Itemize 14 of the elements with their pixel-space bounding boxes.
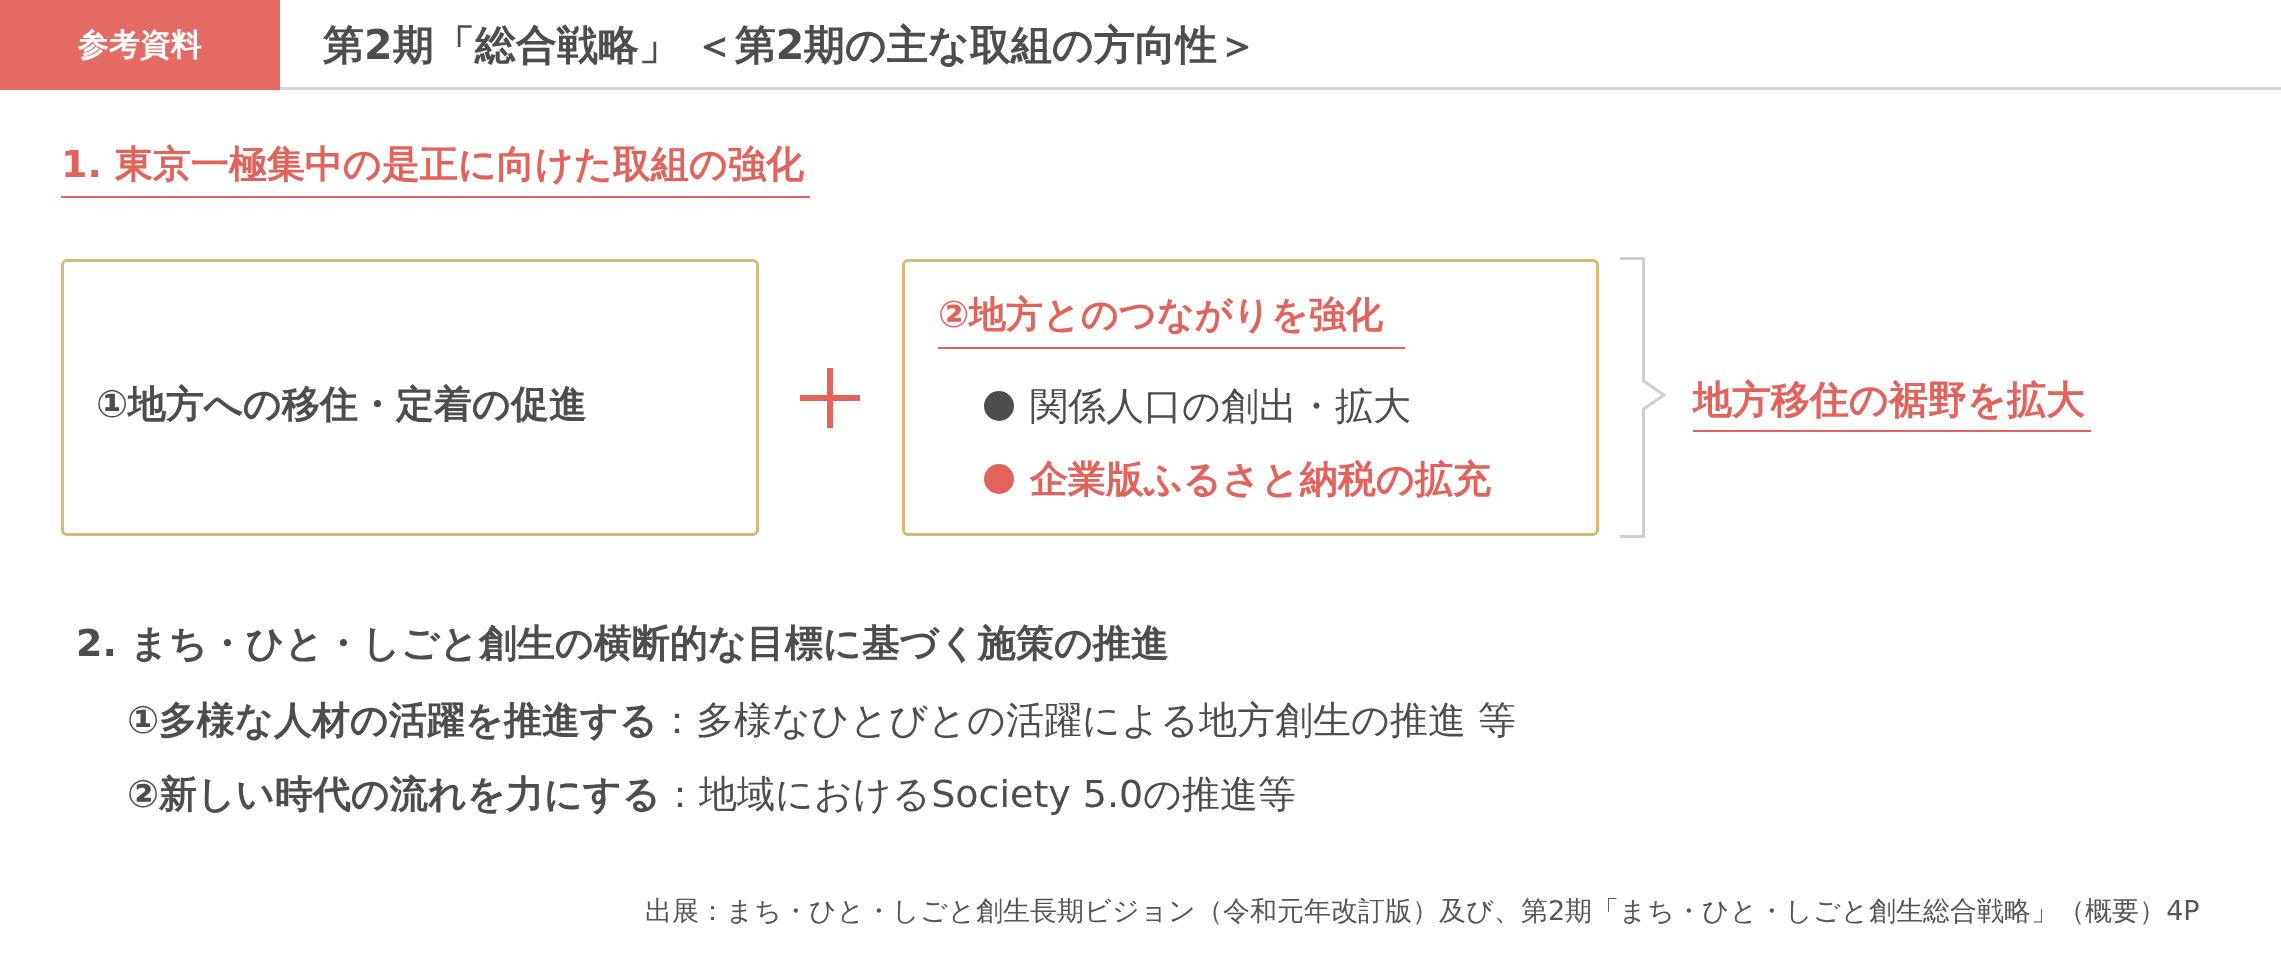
item-text: ②新しい時代の流れを力にする：地域におけるSociety 5.0の推進等 xyxy=(127,771,1297,818)
box-text: ①地方への移住・定着の促進 xyxy=(96,381,588,428)
section-heading: 2. まち・ひと・しごと創生の横断的な目標に基づく施策の推進 xyxy=(76,620,1170,667)
content-box xyxy=(902,259,1599,536)
box-heading: ②地方とのつながりを強化 xyxy=(938,291,1406,349)
item-text: ①多様な人材の活躍を推進する：多様なひとびとの活躍による地方創生の推進 等 xyxy=(127,697,1517,744)
source-note: 出展：まち・ひと・しごと創生長期ビジョン（令和元年改訂版）及び、第2期「まち・ひと・しごと創生総合戦略」（概要）4P xyxy=(645,894,2200,928)
header-tab: 参考資料 xyxy=(0,0,280,90)
content-box xyxy=(61,259,759,536)
bullet-text: 関係人口の創出・拡大 xyxy=(1030,383,1411,430)
bullet-text: 企業版ふるさと納税の拡充 xyxy=(1030,456,1491,503)
section-heading: 1. 東京一極集中の是正に向けた取組の強化 xyxy=(61,140,811,198)
page-title: 第2期「総合戦略」 ＜第2期の主な取組の方向性＞ xyxy=(323,20,1259,71)
result-text: 地方移住の裾野を拡大 xyxy=(1693,376,2091,432)
